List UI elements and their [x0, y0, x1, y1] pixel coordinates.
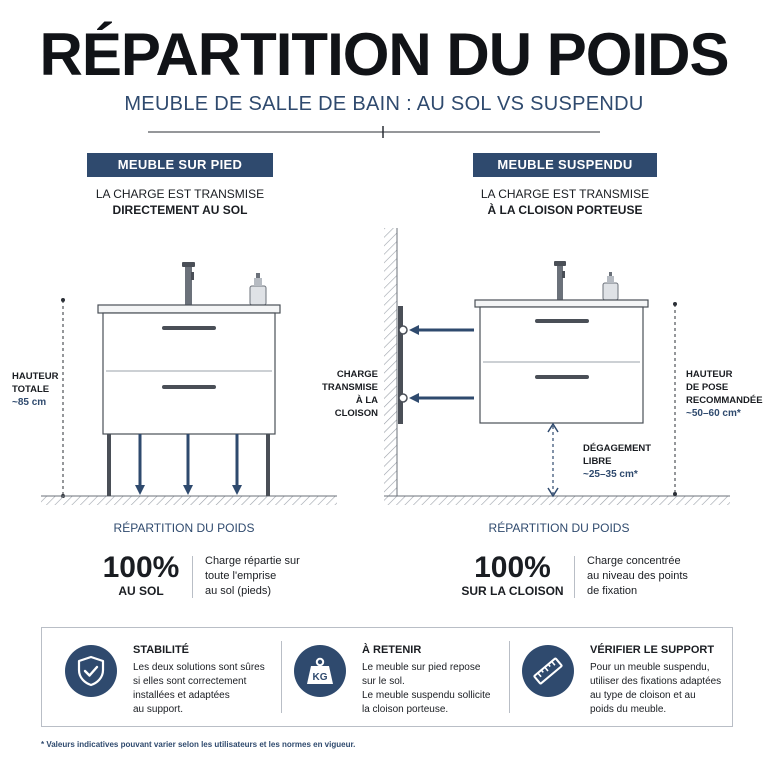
info-stabilite-line4: au support. [133, 704, 184, 715]
info-separator-1 [281, 641, 282, 713]
charge-wall-label-line2: TRANSMISE [322, 382, 378, 393]
left-soap-bottle-icon [249, 273, 267, 306]
left-cabinet [97, 304, 281, 496]
info-support-line1: Pour un meuble suspendu, [590, 662, 710, 673]
page-title: RÉPARTITION DU POIDS [39, 21, 730, 88]
info-box [41, 627, 733, 727]
info-separator-2 [509, 641, 510, 713]
clearance-label-line2: LIBRE [583, 456, 612, 467]
right-caption: LA CHARGE EST TRANSMISE À LA CLOISON POR… [445, 186, 685, 218]
right-banner: MEUBLE SUSPENDU [473, 153, 657, 177]
info-stabilite-line2: si elles sont correctement [133, 676, 247, 687]
right-desc-line1: Charge concentrée [587, 555, 681, 567]
fixation-point-top [398, 325, 408, 335]
header-divider [148, 126, 600, 138]
right-percent-label: SUR LA CLOISON [461, 584, 564, 598]
left-caption-line2: DIRECTEMENT AU SOL [112, 203, 248, 217]
right-caption-line1: LA CHARGE EST TRANSMISE [480, 187, 650, 201]
right-desc-line2: au niveau des points [587, 570, 688, 582]
info-retenir-line3: Le meuble suspendu sollicite [362, 690, 491, 701]
left-repartition-title: RÉPARTITION DU POIDS [113, 521, 255, 535]
right-load-arrows [409, 325, 474, 403]
left-desc-line3: au sol (pieds) [205, 585, 272, 597]
info-support-text: Pour un meuble suspendu, utiliser des fi… [590, 661, 730, 717]
weight-kg-text: KG [313, 672, 328, 683]
install-height-dimension [673, 302, 677, 496]
wall-rail [398, 306, 403, 424]
left-percent: 100% [102, 551, 180, 584]
left-percent-separator [192, 556, 193, 598]
info-stabilite: STABILITÉ Les deux solutions sont sûres … [133, 643, 278, 717]
right-repartition-title: RÉPARTITION DU POIDS [488, 521, 630, 535]
charge-wall-label-line1: CHARGE [336, 369, 378, 380]
install-height-label: HAUTEUR DE POSE RECOMMANDÉE ~50–60 cm* [686, 368, 766, 420]
info-stabilite-text: Les deux solutions sont sûres si elles s… [133, 661, 278, 717]
right-wall [384, 228, 397, 496]
info-stabilite-line3: installées et adaptées [133, 690, 230, 701]
info-support-line2: utiliser des fixations adaptées [590, 676, 722, 687]
info-support-line3: au type de cloison et au [590, 690, 696, 701]
left-height-label-line1: HAUTEUR [12, 371, 59, 382]
left-floor [41, 496, 337, 505]
right-cabinet [474, 299, 649, 424]
page-subtitle: MEUBLE DE SALLE DE BAIN : AU SOL VS SUSP… [124, 93, 644, 115]
info-support-line4: poids du meuble. [590, 704, 667, 715]
info-retenir-line1: Le meuble sur pied repose [362, 662, 481, 673]
info-stabilite-line1: Les deux solutions sont sûres [133, 662, 265, 673]
right-percent-desc: Charge concentrée au niveau des points d… [587, 554, 727, 599]
right-percent-separator [574, 556, 575, 598]
right-caption-line2: À LA CLOISON PORTEUSE [487, 203, 643, 217]
info-retenir: À RETENIR Le meuble sur pied repose sur … [362, 643, 507, 717]
right-desc-line3: de fixation [587, 585, 638, 597]
install-height-label-line2: DE POSE [686, 382, 729, 393]
clearance-label-line1: DÉGAGEMENT [583, 443, 652, 454]
left-percent-label: AU SOL [118, 584, 164, 598]
left-height-value: ~85 cm [12, 397, 47, 408]
right-percent: 100% [474, 551, 551, 584]
info-retenir-text: Le meuble sur pied repose sur le sol. Le… [362, 661, 507, 717]
clearance-label: DÉGAGEMENT LIBRE ~25–35 cm* [583, 442, 663, 481]
fixation-point-bottom [398, 393, 408, 403]
info-support-title: VÉRIFIER LE SUPPORT [590, 644, 715, 656]
ruler-icon [522, 645, 574, 697]
left-percent-desc: Charge répartie sur toute l'emprise au s… [205, 554, 335, 599]
left-height-label: HAUTEUR TOTALE ~85 cm [12, 370, 62, 409]
info-retenir-title: À RETENIR [362, 644, 422, 656]
install-height-label-line1: HAUTEUR [686, 369, 733, 380]
install-height-label-line3: RECOMMANDÉE [686, 395, 763, 406]
left-desc-line1: Charge répartie sur [205, 555, 300, 567]
info-stabilite-title: STABILITÉ [133, 644, 190, 656]
left-desc-line2: toute l'emprise [205, 570, 277, 582]
left-banner: MEUBLE SUR PIED [87, 153, 273, 177]
charge-wall-label: CHARGE TRANSMISE À LA CLOISON [318, 368, 378, 420]
left-faucet-icon [182, 262, 195, 305]
left-illustration [41, 262, 337, 505]
right-illustration [384, 228, 730, 505]
left-caption-line1: LA CHARGE EST TRANSMISE [95, 187, 265, 201]
info-support: VÉRIFIER LE SUPPORT Pour un meuble suspe… [590, 643, 730, 717]
clearance-dimension [547, 422, 559, 498]
left-load-arrows [135, 434, 242, 495]
info-retenir-line4: la cloison porteuse. [362, 704, 449, 715]
info-retenir-line2: sur le sol. [362, 676, 405, 687]
clearance-value: ~25–35 cm* [583, 469, 638, 480]
right-faucet-icon [554, 261, 566, 300]
weight-kg-icon: KG [294, 645, 346, 697]
install-height-value: ~50–60 cm* [686, 408, 741, 419]
left-caption: LA CHARGE EST TRANSMISE DIRECTEMENT AU S… [60, 186, 300, 218]
charge-wall-label-line3: À LA CLOISON [334, 395, 378, 419]
left-height-label-line2: TOTALE [12, 384, 50, 395]
footnote: * Valeurs indicatives pouvant varier sel… [41, 740, 356, 749]
right-soap-bottle-icon [602, 272, 619, 301]
shield-check-icon [65, 645, 117, 697]
right-floor [384, 496, 730, 505]
